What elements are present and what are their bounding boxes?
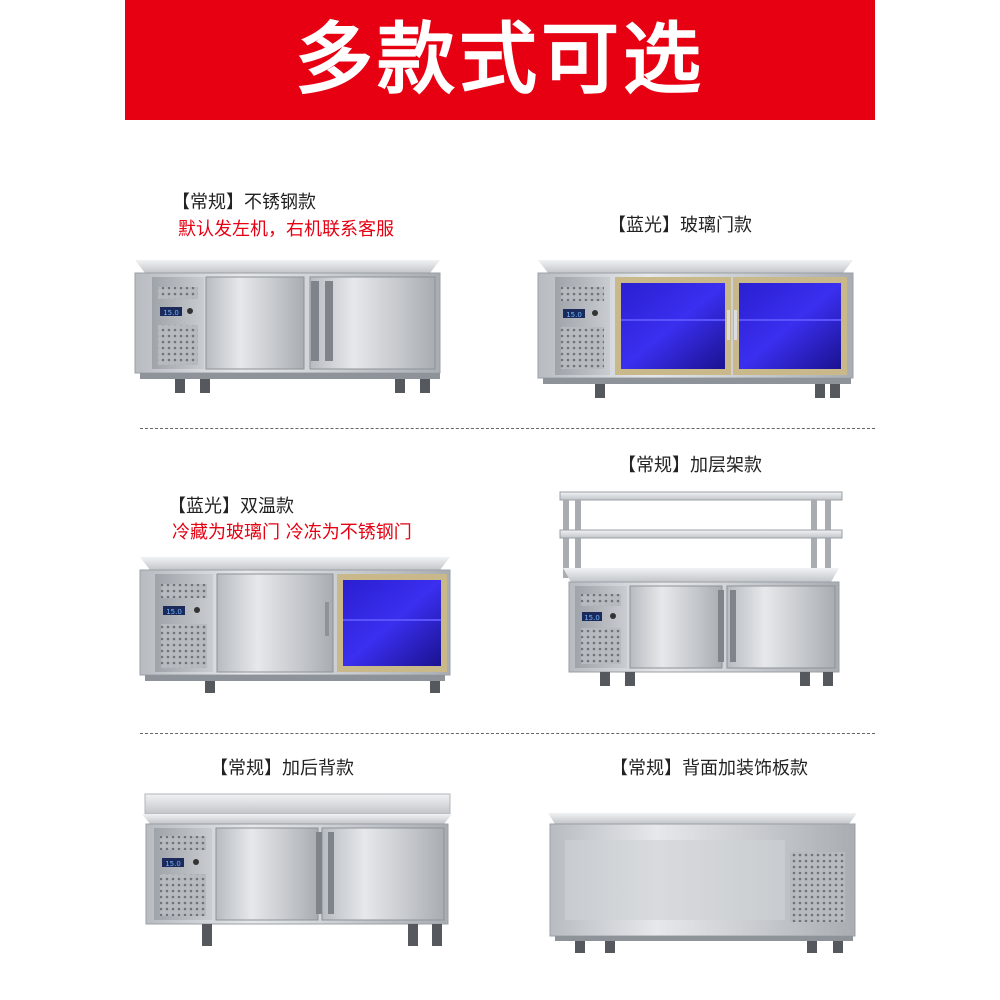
product-note-dual-temp: 冷藏为玻璃门 冷冻为不锈钢门 — [172, 522, 412, 543]
product-note-stainless: 默认发左机，右机联系客服 — [178, 219, 394, 240]
fridge-image-glass: 15.0 — [535, 255, 857, 405]
fridge-image-back-panel — [545, 810, 860, 955]
section-divider — [140, 428, 875, 429]
fridge-image-shelf: 15.0 — [555, 490, 845, 695]
header-banner: 多款式可选 — [125, 0, 875, 120]
section-divider — [140, 733, 875, 734]
product-label-dual-temp: 【蓝光】双温款 — [168, 496, 294, 517]
product-label-shelf: 【常规】加层架款 — [618, 455, 762, 476]
banner-title: 多款式可选 — [294, 15, 705, 105]
temperature-display: 15.0 — [584, 614, 600, 622]
product-label-back-panel: 【常规】背面加装饰板款 — [610, 758, 808, 779]
fridge-image-backsplash: 15.0 — [140, 792, 455, 952]
product-label-backsplash: 【常规】加后背款 — [210, 758, 354, 779]
product-label-stainless: 【常规】不锈钢款 — [172, 192, 316, 213]
temperature-display: 15.0 — [165, 860, 181, 868]
temperature-display: 15.0 — [166, 608, 182, 616]
temperature-display: 15.0 — [566, 311, 582, 319]
fridge-image-stainless: 15.0 — [130, 255, 445, 400]
temperature-display: 15.0 — [163, 309, 179, 317]
fridge-image-dual-temp: 15.0 — [135, 552, 455, 697]
product-label-glass: 【蓝光】玻璃门款 — [608, 215, 752, 236]
